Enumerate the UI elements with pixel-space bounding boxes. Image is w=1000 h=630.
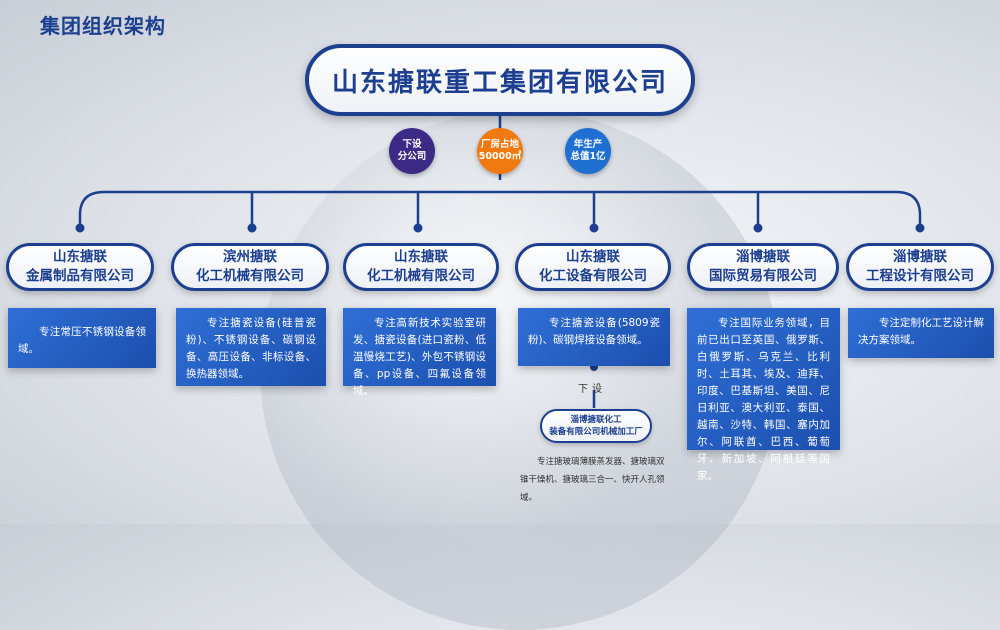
subsidiary-name-line2: 金属制品有限公司 — [26, 268, 134, 284]
subsidiary-desc-binzhou: 专注搪瓷设备(硅普瓷粉)、不锈钢设备、碳钢设备、高压设备、非标设备、换热器领域。 — [176, 308, 326, 386]
subsidiary-desc-engineering: 专注定制化工艺设计解决方案领域。 — [848, 308, 994, 358]
badge-branches-line1: 下设 — [402, 139, 422, 150]
subsidiary-name-line2: 国际贸易有限公司 — [709, 268, 817, 284]
subsidiary-card-engineering: 淄博搪联 工程设计有限公司 — [846, 243, 994, 291]
connector-lines — [75, 116, 925, 408]
node-dot-4 — [589, 223, 599, 233]
subsidiary-card-trade: 淄博搪联 国际贸易有限公司 — [687, 243, 839, 291]
factory-desc: 专注搪玻璃薄膜蒸发器、搪玻璃双锥干燥机、搪玻璃三合一、快开人孔领域。 — [520, 457, 665, 503]
badge-branches: 下设 分公司 — [389, 128, 435, 174]
subsidiary-card-shandong-machinery: 山东搪联 化工机械有限公司 — [343, 243, 499, 291]
subsidiary-name-line1: 山东搪联 — [566, 249, 620, 265]
subsidiary-name-line1: 淄博搪联 — [736, 249, 790, 265]
group-title-box: 山东搪联重工集团有限公司 — [305, 44, 695, 116]
page-title: 集团组织架构 — [40, 14, 166, 38]
subsidiary-desc-shandong-equipment: 专注搪瓷设备(5809瓷粉)、碳钢焊接设备领域。 — [518, 308, 670, 366]
node-dot-5 — [753, 223, 763, 233]
factory-name-line2: 装备有限公司机械加工厂 — [549, 427, 643, 437]
badge-output-line2: 总值1亿 — [570, 151, 606, 162]
subsidiary-name-line1: 淄博搪联 — [893, 249, 947, 265]
subsidiary-card-shandong-equipment: 山东搪联 化工设备有限公司 — [515, 243, 671, 291]
factory-card: 淄博搪联化工 装备有限公司机械加工厂 — [540, 409, 652, 443]
subsidiary-name-line1: 山东搪联 — [53, 249, 107, 265]
badge-output: 年生产 总值1亿 — [565, 128, 611, 174]
subsidiary-name-line2: 化工机械有限公司 — [367, 268, 475, 284]
subsidiary-name-line2: 化工设备有限公司 — [539, 268, 647, 284]
subsidiary-name-line2: 化工机械有限公司 — [196, 268, 304, 284]
badge-area-line1: 厂房占地 — [480, 139, 519, 150]
subsidiary-card-binzhou: 滨州搪联 化工机械有限公司 — [171, 243, 329, 291]
badge-output-line1: 年生产 — [573, 139, 603, 150]
subsidiary-desc-trade: 专注国际业务领域，目前已出口至英国、俄罗斯、白俄罗斯、乌克兰、比利时、土耳其、埃… — [687, 308, 840, 482]
subsidiary-desc-shandong-machinery: 专注高新技术实验室研发、搪瓷设备(进口瓷粉、低温慢烧工艺)、外包不锈钢设备、pp… — [343, 308, 496, 397]
subsidiary-name-line2: 工程设计有限公司 — [866, 268, 974, 284]
factory-name-line1: 淄博搪联化工 — [570, 415, 622, 425]
subsidiary-desc-metal: 专注常压不锈钢设备领域。 — [8, 308, 156, 368]
branch-bar — [78, 190, 922, 225]
subsidiary-name-line1: 滨州搪联 — [223, 249, 277, 265]
sub-branch-label: 下设 — [578, 384, 606, 395]
badge-area: 厂房占地 50000㎡ — [477, 128, 523, 174]
node-dot-3 — [413, 223, 423, 233]
node-dot-1 — [75, 223, 85, 233]
subsidiary-card-metal: 山东搪联 金属制品有限公司 — [6, 243, 154, 291]
subsidiary-name-line1: 山东搪联 — [394, 249, 448, 265]
node-dot-6 — [915, 223, 925, 233]
badge-branches-line2: 分公司 — [397, 151, 427, 162]
badge-area-line2: 50000㎡ — [478, 151, 522, 162]
node-dot-2 — [247, 223, 257, 233]
